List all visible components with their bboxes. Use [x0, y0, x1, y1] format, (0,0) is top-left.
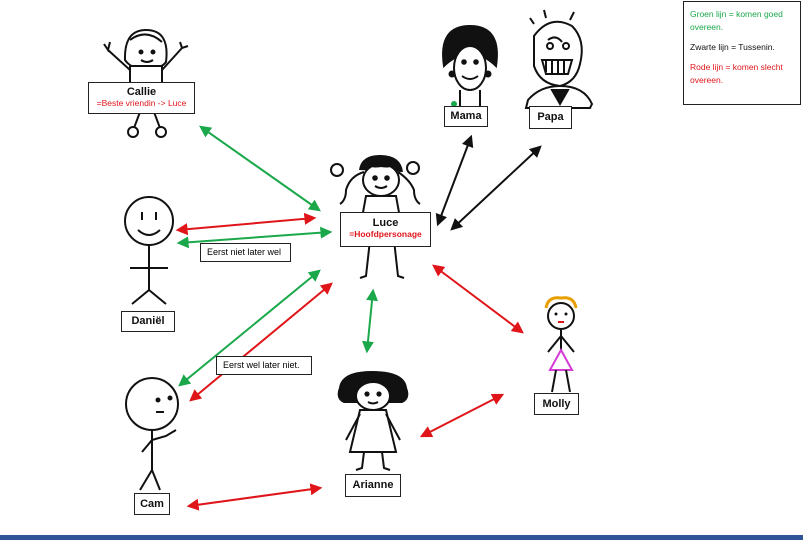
red-lines	[175, 212, 524, 511]
arrow-cam-arianne	[186, 483, 323, 511]
legend-black: Zwarte lijn = Tussenin.	[690, 42, 775, 52]
arrow-daniel-luce-red	[175, 212, 317, 236]
legend-green: Groen lijn = komen goed overeen.	[690, 9, 783, 32]
luce-label-box: Luce =Hoofdpersonage	[340, 212, 431, 247]
black-lines	[435, 134, 542, 231]
papa-figure	[524, 9, 594, 109]
luce-name: Luce	[372, 217, 399, 229]
callie-role: =Beste vriendin -> Luce	[96, 98, 187, 108]
arrow-daniel-luce-green	[176, 226, 333, 249]
arrow-mama-luce	[435, 134, 474, 227]
daniel-figure	[124, 196, 174, 305]
molly-figure	[544, 296, 578, 393]
arrow-luce-molly	[432, 264, 524, 334]
mama-label: Mama	[444, 106, 488, 127]
arrow-arianne-molly	[419, 393, 505, 438]
daniel-label: Daniël	[121, 311, 175, 332]
arrow-cam-luce-red	[189, 282, 333, 402]
arianne-figure	[337, 370, 409, 471]
legend-box: Groen lijn = komen goed overeen. Zwarte …	[683, 1, 801, 105]
callie-label-box: Callie =Beste vriendin -> Luce	[88, 82, 195, 114]
papa-label: Papa	[529, 106, 572, 129]
callie-name: Callie	[126, 86, 157, 98]
molly-label: Molly	[534, 393, 579, 415]
mama-figure	[442, 24, 498, 107]
footer-bar	[0, 535, 803, 540]
arianne-label: Arianne	[345, 474, 401, 497]
cam-figure	[125, 377, 179, 491]
daniel-note: Eerst niet later wel	[200, 243, 291, 262]
arrow-callie-luce	[199, 125, 321, 212]
callie-figure	[103, 28, 189, 138]
legend-red: Rode lijn = komen slecht overeen.	[690, 62, 783, 85]
arrow-luce-arianne	[361, 288, 379, 354]
arrow-papa-luce	[450, 145, 542, 231]
cam-label: Cam	[134, 493, 170, 515]
luce-role: =Hoofdpersonage	[349, 229, 422, 239]
cam-note: Eerst wel later niet.	[216, 356, 312, 375]
